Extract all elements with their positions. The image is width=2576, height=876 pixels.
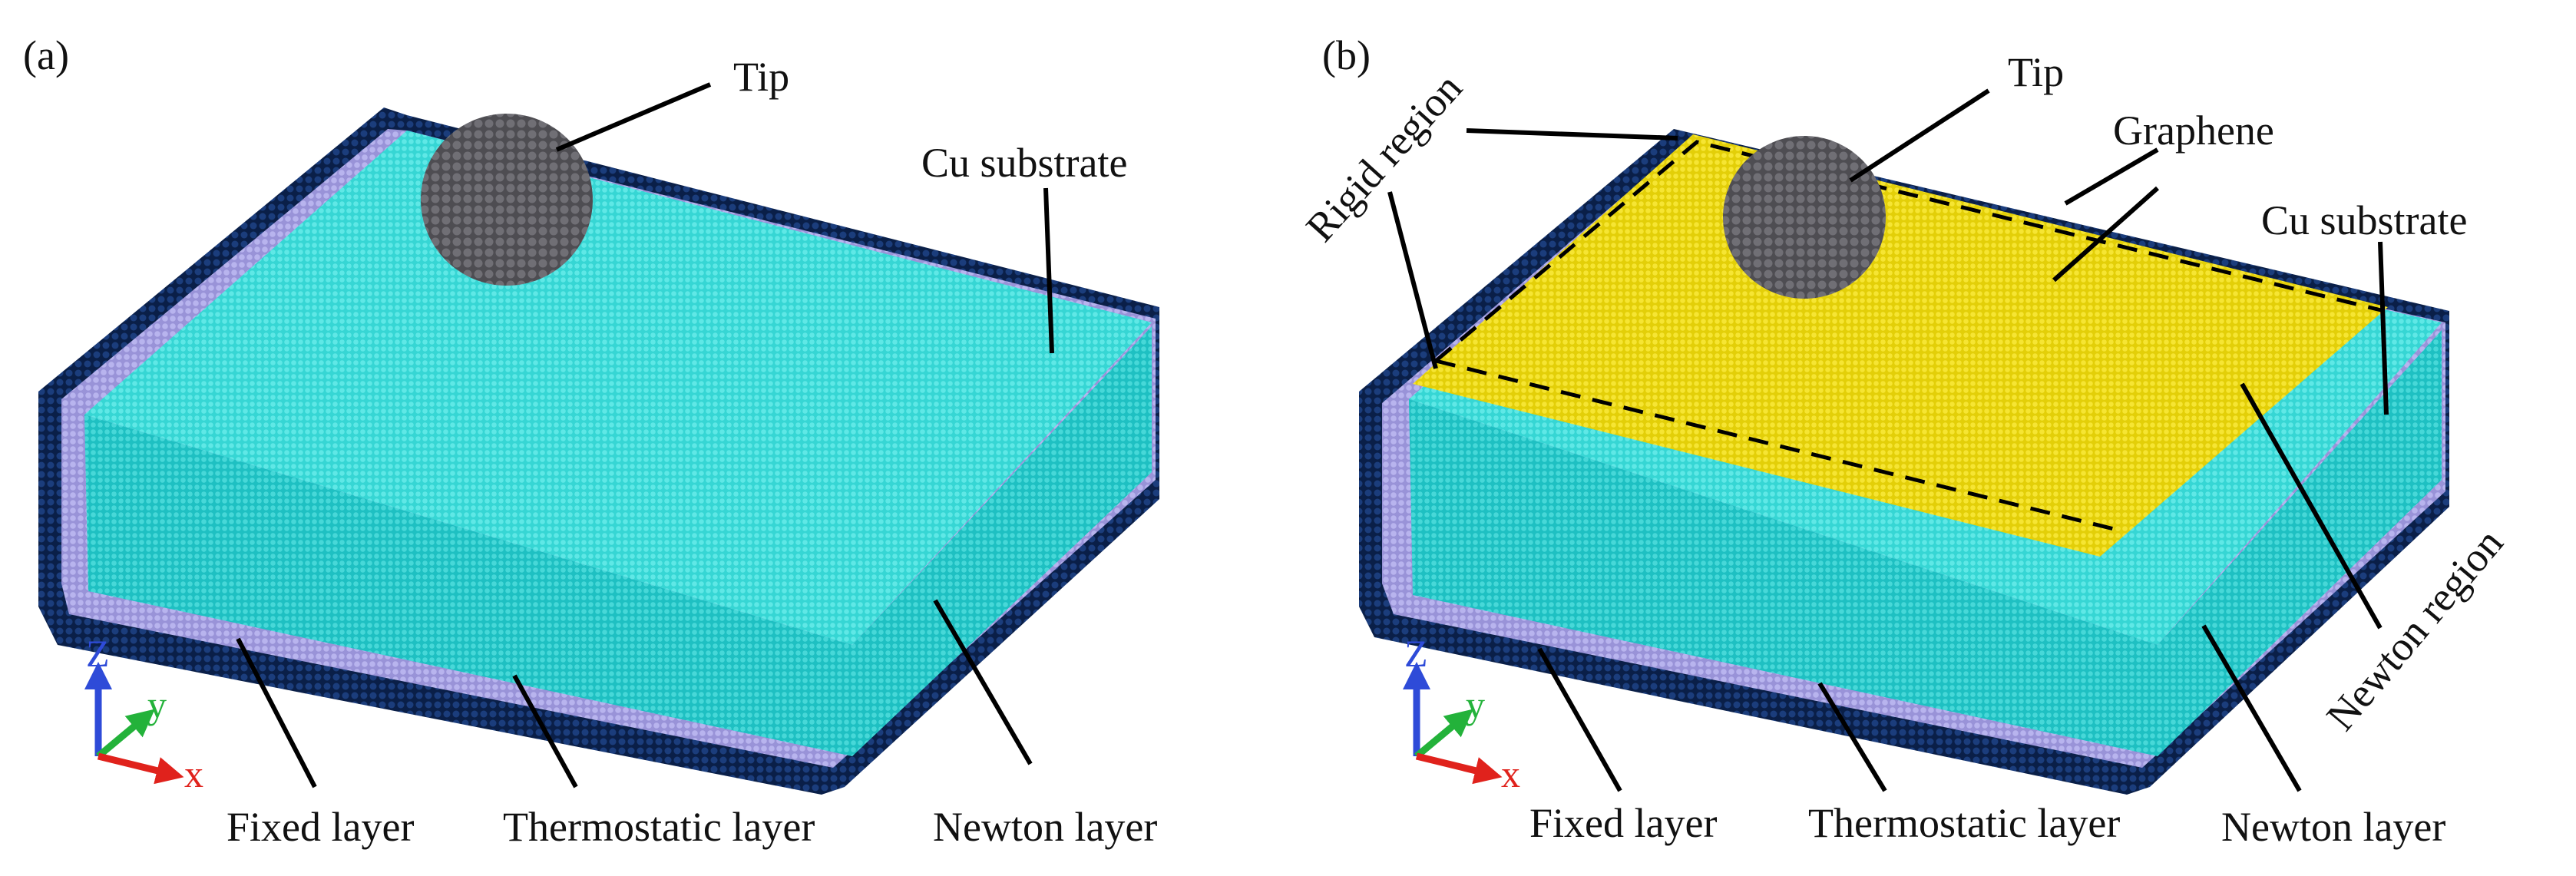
y-axis-arrow: [1414, 709, 1473, 759]
tip-label: Tip: [2008, 49, 2064, 95]
newton-layer-label: Newton layer: [2221, 804, 2445, 850]
cu-substrate-callout-line: [2378, 241, 2389, 415]
rigid-region-callout-left: [1387, 191, 1438, 369]
tip-callout-line: [555, 82, 712, 152]
rigid-region-label: Rigid region: [1297, 64, 1470, 250]
fixed-layer-label: Fixed layer: [1529, 800, 1717, 846]
tip-sphere: [1723, 136, 1886, 299]
y-axis-label: y: [1466, 683, 1485, 726]
x-axis-label: x: [1501, 752, 1520, 795]
graphene-callout-line: [2064, 147, 2159, 206]
cu-substrate-top-face: [84, 131, 1152, 645]
thermostatic-layer-label: Thermostatic layer: [503, 804, 815, 850]
newton-layer-callout-line: [2201, 624, 2302, 792]
thermostatic-layer-label: Thermostatic layer: [1808, 800, 2120, 846]
graphene-callout-line-lower: [2052, 186, 2159, 283]
graphene-sheet: [1413, 134, 2388, 557]
cu-substrate-front-face: [1409, 399, 2158, 756]
graphene-label: Graphene: [2113, 107, 2274, 154]
panel-a: (a) Tip Cu substrate Fixed layer Thermos…: [23, 32, 1159, 850]
x-axis-arrow: [1415, 752, 1503, 785]
axis-triad-a: Z y x: [84, 632, 203, 795]
rigid-region-callout-top: [1466, 128, 1678, 140]
newton-layer-label: Newton layer: [933, 804, 1157, 850]
cu-substrate-callout-line: [1043, 187, 1054, 354]
cu-substrate-label: Cu substrate: [921, 140, 1127, 186]
cu-substrate-label: Cu substrate: [2261, 197, 2467, 243]
fixed-layer-callout-line: [236, 637, 317, 788]
cu-substrate-right-face: [852, 326, 1152, 756]
panel-b: (b) Rigid region Tip Graphene Cu substra…: [1297, 32, 2512, 850]
x-axis-arrow: [97, 752, 184, 785]
y-axis-label: y: [147, 683, 167, 726]
z-axis-label: Z: [86, 632, 110, 675]
x-axis-label: x: [184, 752, 203, 795]
z-axis-label: Z: [1404, 632, 1428, 675]
cu-substrate-right-face: [2158, 330, 2442, 756]
thermostatic-layer-callout-line: [512, 674, 578, 788]
newton-layer-callout-line: [933, 599, 1033, 765]
panel-a-tag: (a): [23, 32, 69, 78]
axis-triad-b: Z y x: [1403, 632, 1520, 795]
tip-label: Tip: [733, 54, 789, 100]
fixed-layer-callout-line: [1537, 647, 1622, 792]
rigid-region-outline: [1434, 140, 2385, 534]
y-axis-arrow: [96, 709, 155, 759]
newton-region-callout-line: [2240, 382, 2383, 630]
tip-sphere: [421, 114, 593, 286]
fixed-layer-label: Fixed layer: [227, 804, 414, 850]
panel-b-tag: (b): [1322, 32, 1371, 78]
thermostatic-layer-callout-line: [1817, 682, 1887, 792]
cu-substrate-front-face: [84, 415, 852, 756]
tip-callout-line: [1849, 88, 1990, 183]
